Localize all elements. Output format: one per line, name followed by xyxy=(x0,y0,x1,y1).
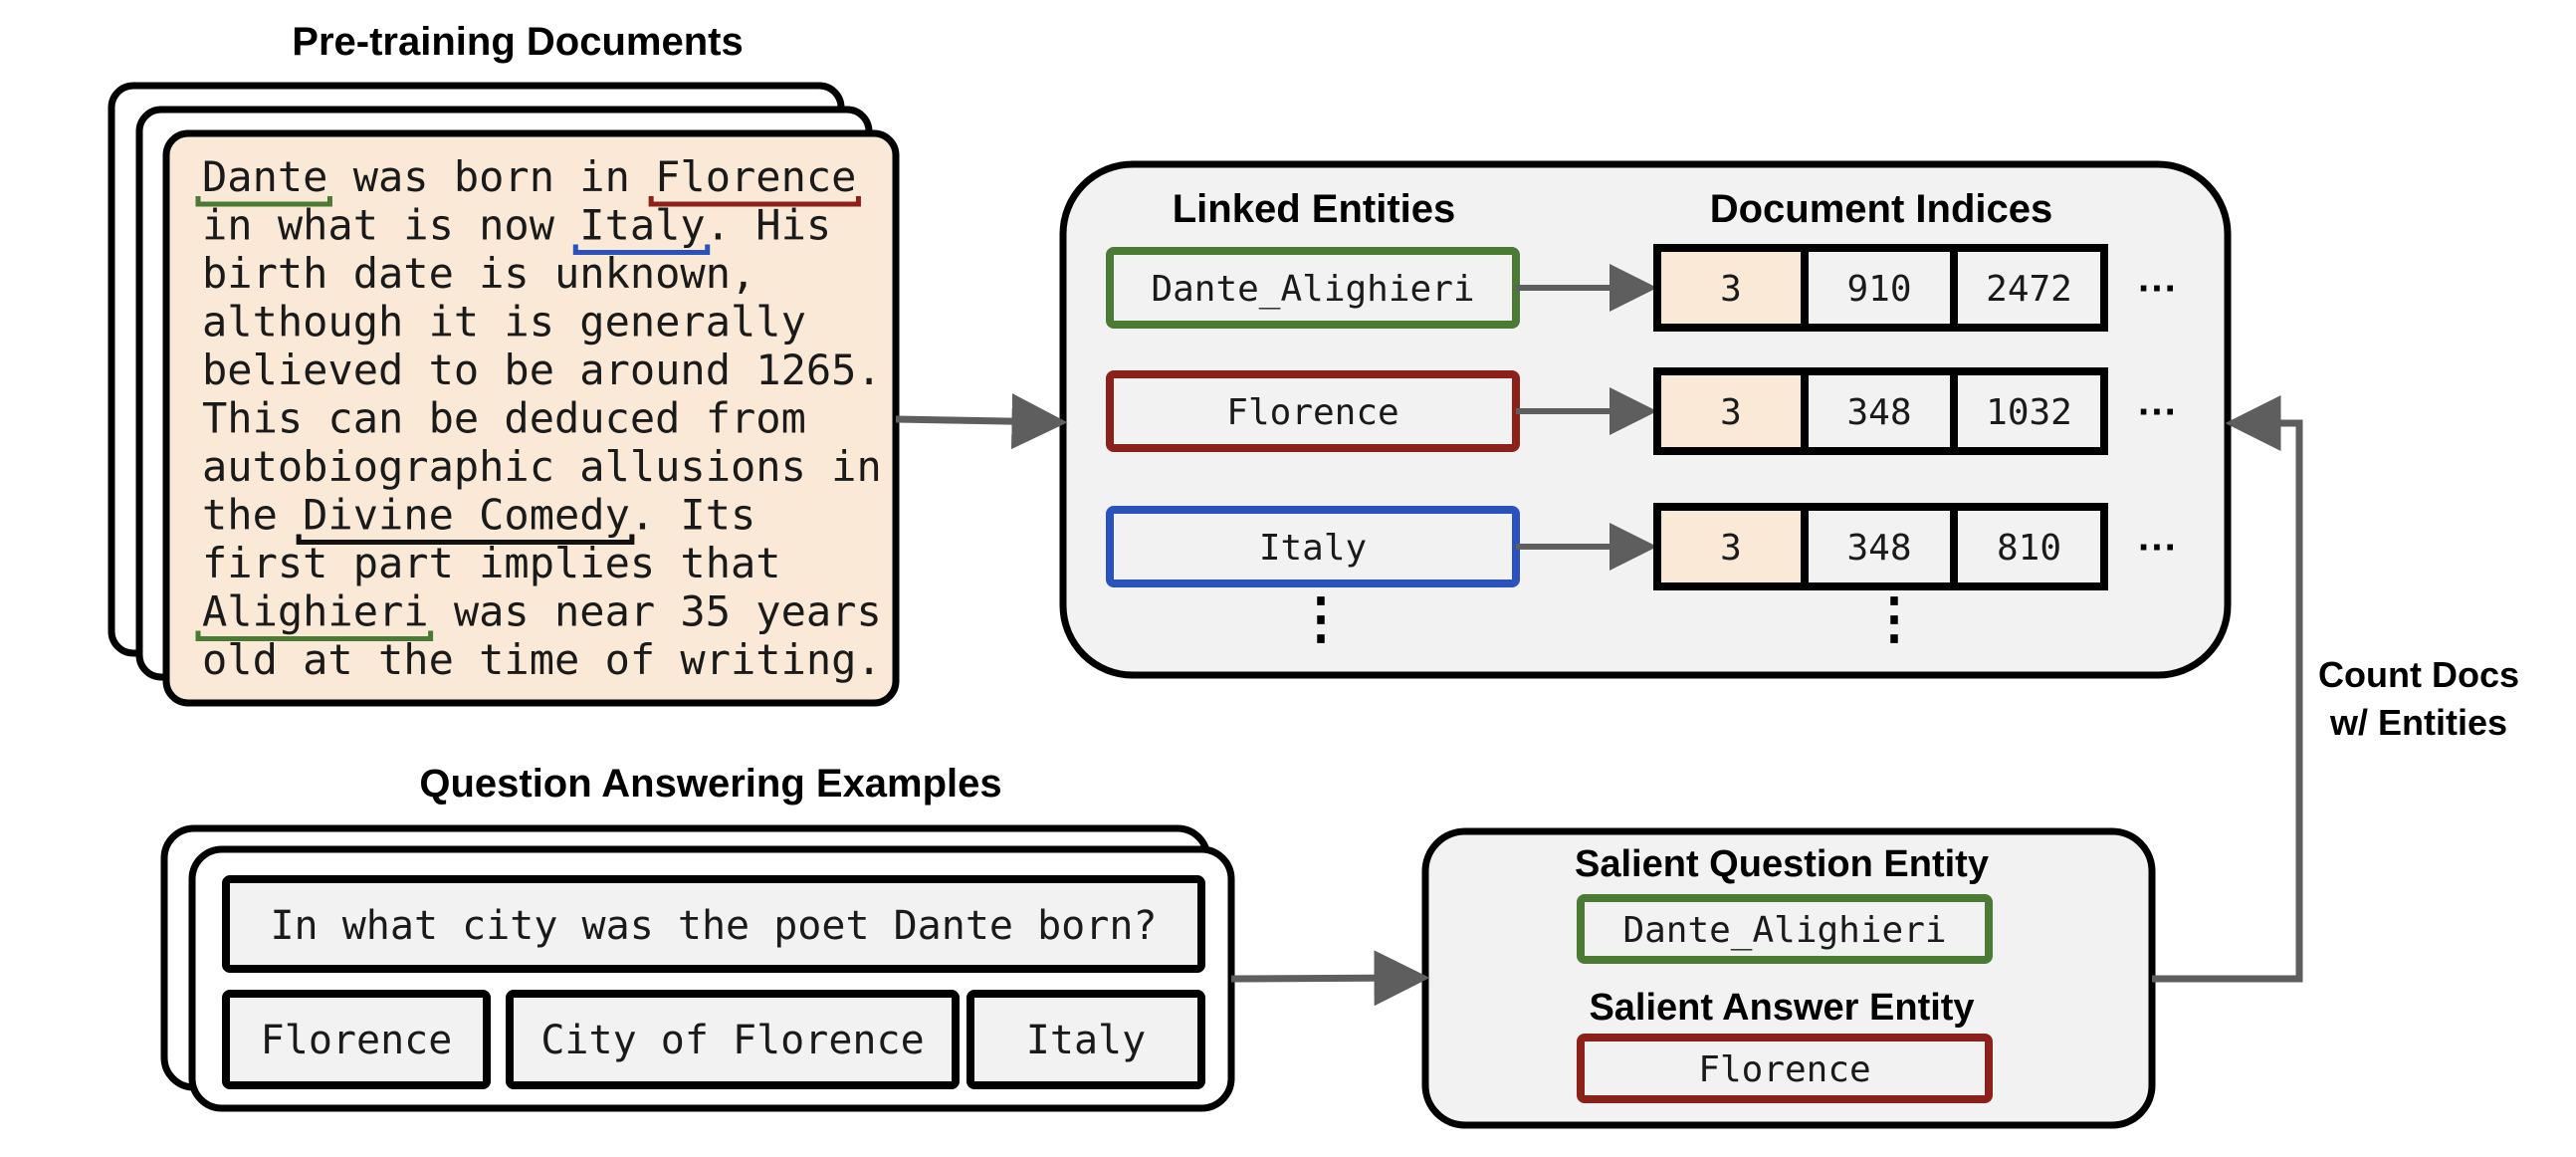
salient-question-title: Salient Question Entity xyxy=(1575,843,1989,885)
salient-answer-title: Salient Answer Entity xyxy=(1589,987,1974,1029)
doc-index-value: 348 xyxy=(1846,528,1911,569)
salient-answer-entity: Florence xyxy=(1698,1049,1870,1090)
doc-index-value: 3 xyxy=(1720,269,1742,310)
doc-index-value: 3 xyxy=(1720,392,1742,433)
count-docs-label-line-2: w/ Entities xyxy=(2329,702,2507,743)
answer-box xyxy=(966,990,1205,1089)
doc-index-cell xyxy=(1950,503,2108,590)
salient-question-entity-box xyxy=(1577,894,1993,964)
doc-index-value: 810 xyxy=(1997,528,2061,569)
document-line: Alighieri was near 35 years xyxy=(202,587,882,636)
mention-underline-italy xyxy=(572,244,711,255)
document-line: autobiographic allusions in xyxy=(202,442,882,491)
count-docs-label-line-1: Count Docs xyxy=(2318,654,2519,695)
document-line: first part implies that xyxy=(202,539,781,587)
more-docs-ellipsis: ··· xyxy=(2138,526,2178,570)
doc-index-cell xyxy=(1653,244,1809,332)
answer-box xyxy=(506,990,960,1089)
entity-label: Dante_Alighieri xyxy=(1151,269,1474,310)
doc-index-value: 910 xyxy=(1846,269,1911,310)
document-line: in what is now Italy. His xyxy=(202,201,831,250)
salient-to-index-arrow xyxy=(2152,395,2303,983)
document-indices-title: Document Indices xyxy=(1710,187,2053,231)
doc-index-ellipsis: ⋮ xyxy=(1866,586,1922,649)
entity-list-ellipsis: ⋮ xyxy=(1293,586,1349,649)
qa-title: Question Answering Examples xyxy=(419,762,1001,806)
doc-index-value: 348 xyxy=(1846,392,1911,433)
pretraining-title: Pre-training Documents xyxy=(292,20,743,64)
document-line: although it is generally xyxy=(202,298,806,347)
answer-text: Florence xyxy=(261,1018,453,1063)
document-line: This can be deduced from xyxy=(202,394,806,443)
answer-box xyxy=(222,990,491,1089)
mention-underline-dante xyxy=(195,196,332,207)
index-rows: Dante_Alighieri 3 910 2472 ··· Florence 3 348 10… xyxy=(1106,244,2178,590)
mention-underline-divine-comedy xyxy=(296,534,635,545)
mention-underline-florence xyxy=(648,196,861,207)
entity-mention-underlines xyxy=(195,196,861,641)
entity-label: Italy xyxy=(1259,528,1367,569)
pretraining-document xyxy=(162,129,900,707)
answer-boxes: Florence City of Florence Italy xyxy=(222,990,1205,1089)
doc-index-cell xyxy=(1950,367,2108,455)
answer-text: City of Florence xyxy=(540,1018,924,1063)
document-line: old at the time of writing. xyxy=(202,635,882,684)
docs-to-index-arrow xyxy=(895,393,1068,450)
mention-underline-alighieri xyxy=(195,630,434,641)
document-line: the Divine Comedy. Its xyxy=(202,491,755,540)
document-line: believed to be around 1265. xyxy=(202,346,882,394)
document-line: birth date is unknown, xyxy=(202,249,755,298)
linked-entities-title: Linked Entities xyxy=(1173,187,1456,231)
question-box xyxy=(222,875,1205,973)
answer-text: Italy xyxy=(1026,1018,1146,1063)
doc-index-value: 1032 xyxy=(1986,392,2072,433)
qa-to-salient-arrow xyxy=(1230,950,1430,1007)
document-line: Dante was born in Florence xyxy=(202,152,856,201)
more-docs-ellipsis: ··· xyxy=(2138,390,2178,434)
question-text: In what city was the poet Dante born? xyxy=(270,903,1157,949)
entity-label: Florence xyxy=(1226,392,1398,433)
salient-question-entity: Dante_Alighieri xyxy=(1622,910,1946,951)
doc-index-value: 3 xyxy=(1720,528,1742,569)
doc-index-cell xyxy=(1950,244,2108,332)
more-docs-ellipsis: ··· xyxy=(2138,267,2178,311)
doc-index-value: 2472 xyxy=(1986,269,2072,310)
salient-answer-entity-box xyxy=(1577,1034,1993,1103)
